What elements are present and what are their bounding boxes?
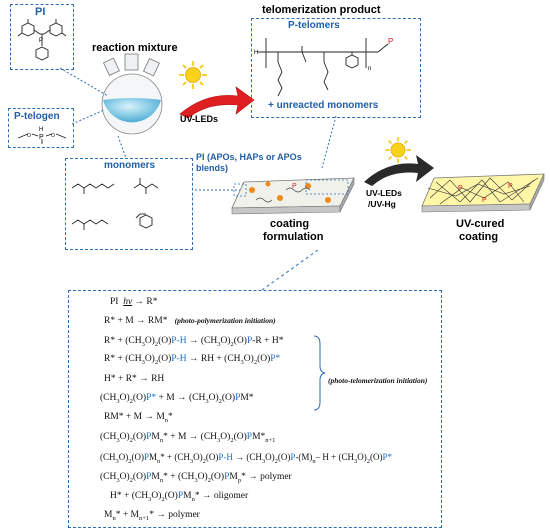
monomers-label: monomers: [104, 160, 156, 171]
uv-leds-label: UV-LEDs: [180, 114, 219, 124]
eq-initiation-rhs: RM*: [147, 316, 168, 326]
eq-oligomer: H* + (CH3O)2(O)PMn* → oligomer: [110, 491, 249, 503]
uv-cured-label-2: coating: [459, 231, 499, 243]
sun-icon: [179, 61, 207, 89]
eq-propagation: RM* + M → Mn*: [104, 412, 173, 424]
telomerization-bracket: [313, 335, 326, 411]
svg-text:H: H: [254, 50, 258, 56]
reaction-arrow-icon: [179, 86, 255, 119]
svg-text:O: O: [51, 133, 55, 139]
eq-combination-product: polymer: [260, 472, 292, 482]
svg-text:P: P: [388, 37, 393, 46]
eq-initiation-lhs: R* + M: [104, 316, 134, 326]
uv-leds-hg-label-2: /UV-Hg: [368, 199, 396, 209]
eq-polymer-combination: Mn* + Mn+1* → polymer: [104, 510, 200, 522]
monomers-box: [65, 158, 193, 250]
coating-formulation-label-1: coating: [270, 218, 310, 230]
p-telomers-label: P-telomers: [288, 20, 340, 31]
uv-leds-hg-label-1: UV-LEDs: [366, 188, 402, 198]
sun-icon-2: [384, 136, 412, 164]
photo-polymerization-note: (photo-polymerization initiation): [174, 316, 276, 325]
eq-p-addition: (CH3O)2(O)P* + M → (CH3O)2(O)PM*: [100, 393, 254, 405]
svg-text:O: O: [27, 133, 31, 139]
pi-structure-icon: P: [17, 19, 67, 61]
telomer-structure-icon: H n P: [254, 37, 393, 97]
eq-termination-rhs: RH: [151, 374, 165, 384]
pi-label: PI: [35, 6, 46, 18]
eq-chain-transfer-1: R* + (CH3O)2(O)P-H → (CH3O)2(O)P-R + H*: [104, 336, 284, 348]
monomers-structures-icon: [71, 178, 159, 230]
pi-types-label: PI (APOs, HAPs or APOs blends): [196, 152, 302, 173]
eq-initiation: R* + M → RM* (photo-polymerization initi…: [104, 316, 276, 326]
svg-text:P: P: [292, 183, 297, 190]
svg-text:H: H: [39, 127, 43, 133]
svg-text:P: P: [508, 183, 513, 190]
pi-box: [10, 4, 74, 70]
unreacted-monomers-label: + unreacted monomers: [268, 100, 379, 111]
flask-icon: [101, 53, 163, 135]
svg-text:n: n: [368, 66, 371, 72]
eq-chain-transfer-3: (CH3O)2(O)PMn* + (CH3O)2(O)P-H → (CH3O)2…: [100, 452, 392, 465]
telomerization-product-title: telomerization product: [262, 4, 381, 16]
eq-propagation-lhs: RM* + M: [104, 412, 143, 422]
eq-oligomer-product: oligomer: [213, 491, 249, 501]
uv-cured-label-1: UV-cured: [456, 218, 505, 230]
coating-formulation-plate: P: [231, 177, 355, 215]
svg-text:P: P: [39, 134, 44, 141]
eq-p-propagation: (CH3O)2(O)PMn* + M → (CH3O)2(O)PM*n+1: [100, 432, 276, 444]
eq-chain-transfer-2: R* + (CH3O)2(O)P-H → RH + (CH3O)2(O)P*: [104, 354, 281, 366]
uv-cured-plate: P P P: [421, 173, 545, 213]
coating-formulation-label-2: formulation: [263, 231, 324, 243]
photo-telomerization-note: (photo-telomerization initiation): [328, 376, 428, 385]
eq-termination-lhs: H* + R*: [104, 374, 137, 384]
p-telogen-box: [8, 108, 74, 148]
mechanism-box: [68, 290, 442, 528]
connector-lines: [59, 67, 127, 159]
eq-termination-h: H* + R* → RH: [104, 374, 165, 384]
svg-text:P: P: [39, 38, 43, 44]
svg-text:P: P: [482, 197, 487, 204]
p-telogen-structure-icon: H P O O: [17, 127, 67, 144]
eq-photoinitiation: PI hν → R*: [110, 297, 158, 307]
svg-text:P: P: [458, 185, 463, 192]
p-telogen-label: P-telogen: [14, 111, 60, 122]
eq-combination: (CH3O)2(O)PMn* + (CH3O)2(O)PMp* → polyme…: [100, 472, 292, 484]
cure-arrow-icon: [364, 155, 434, 186]
reaction-mixture-label: reaction mixture: [92, 42, 178, 54]
